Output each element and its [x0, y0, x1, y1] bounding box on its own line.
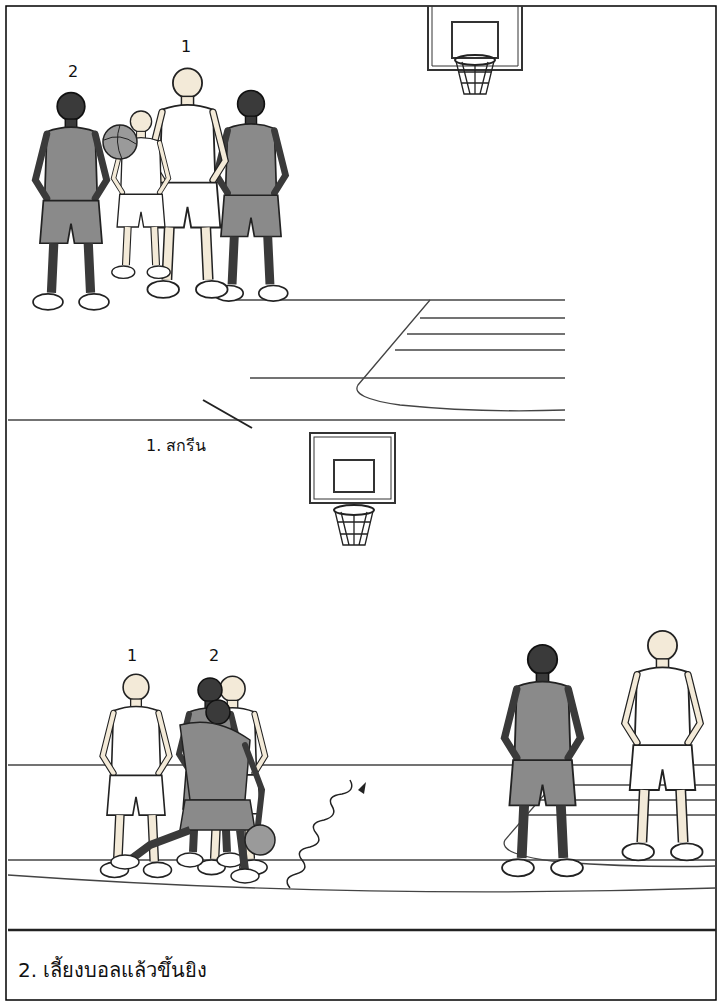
callout-number: 2 [68, 62, 78, 81]
caption-label: 1. สกรีน [146, 436, 206, 455]
callout-number: 2 [209, 646, 219, 665]
callout-number: 1 [181, 37, 191, 56]
callout-number: 1 [127, 646, 137, 665]
caption-label: 2. เลี้ยงบอลแล้วขึ้นยิง [18, 958, 207, 982]
